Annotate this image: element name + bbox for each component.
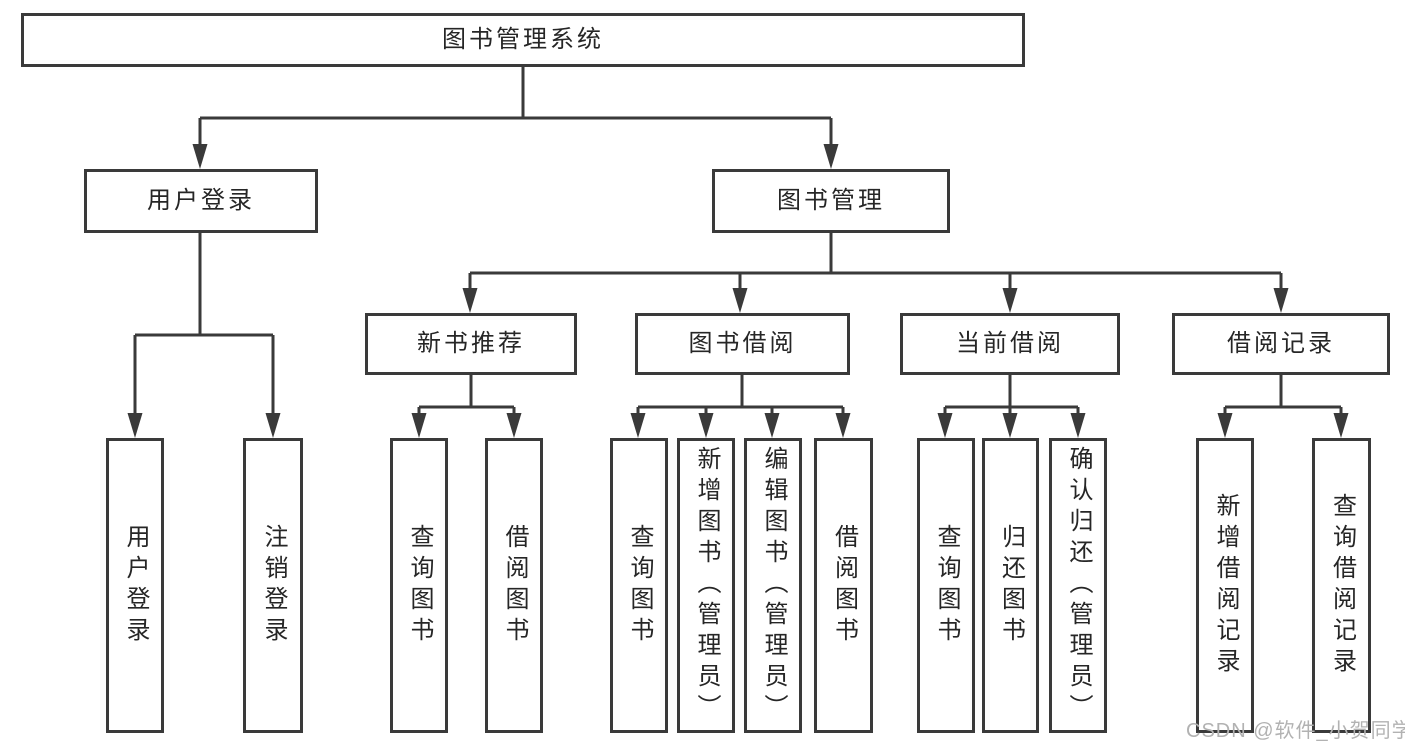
leaf-query-books-recommend: 查询图书 [390, 438, 448, 733]
leaf-add-borrow-record: 新增借阅记录 [1196, 438, 1254, 733]
node-new-book-recommendation: 新书推荐 [365, 313, 577, 375]
leaf-edit-book-admin: 编辑图书（管理员） [744, 438, 802, 733]
leaf-user-login: 用户登录 [106, 438, 164, 733]
node-system-root: 图书管理系统 [21, 13, 1025, 67]
leaf-logout: 注销登录 [243, 438, 303, 733]
leaf-query-books-current: 查询图书 [917, 438, 975, 733]
node-borrowing-records: 借阅记录 [1172, 313, 1390, 375]
node-book-borrowing: 图书借阅 [635, 313, 850, 375]
node-current-borrowing: 当前借阅 [900, 313, 1120, 375]
leaf-borrow-books-recommend: 借阅图书 [485, 438, 543, 733]
leaf-borrow-books-borrowing: 借阅图书 [814, 438, 873, 733]
leaf-return-books: 归还图书 [982, 438, 1039, 733]
leaf-query-borrow-record: 查询借阅记录 [1312, 438, 1371, 733]
leaf-add-book-admin: 新增图书（管理员） [677, 438, 735, 733]
node-book-management: 图书管理 [712, 169, 950, 233]
leaf-query-books-borrowing: 查询图书 [610, 438, 668, 733]
node-user-login: 用户登录 [84, 169, 318, 233]
csdn-watermark: CSDN @软件_小贺同学 [1186, 720, 1405, 742]
leaf-confirm-return-admin: 确认归还（管理员） [1049, 438, 1107, 733]
